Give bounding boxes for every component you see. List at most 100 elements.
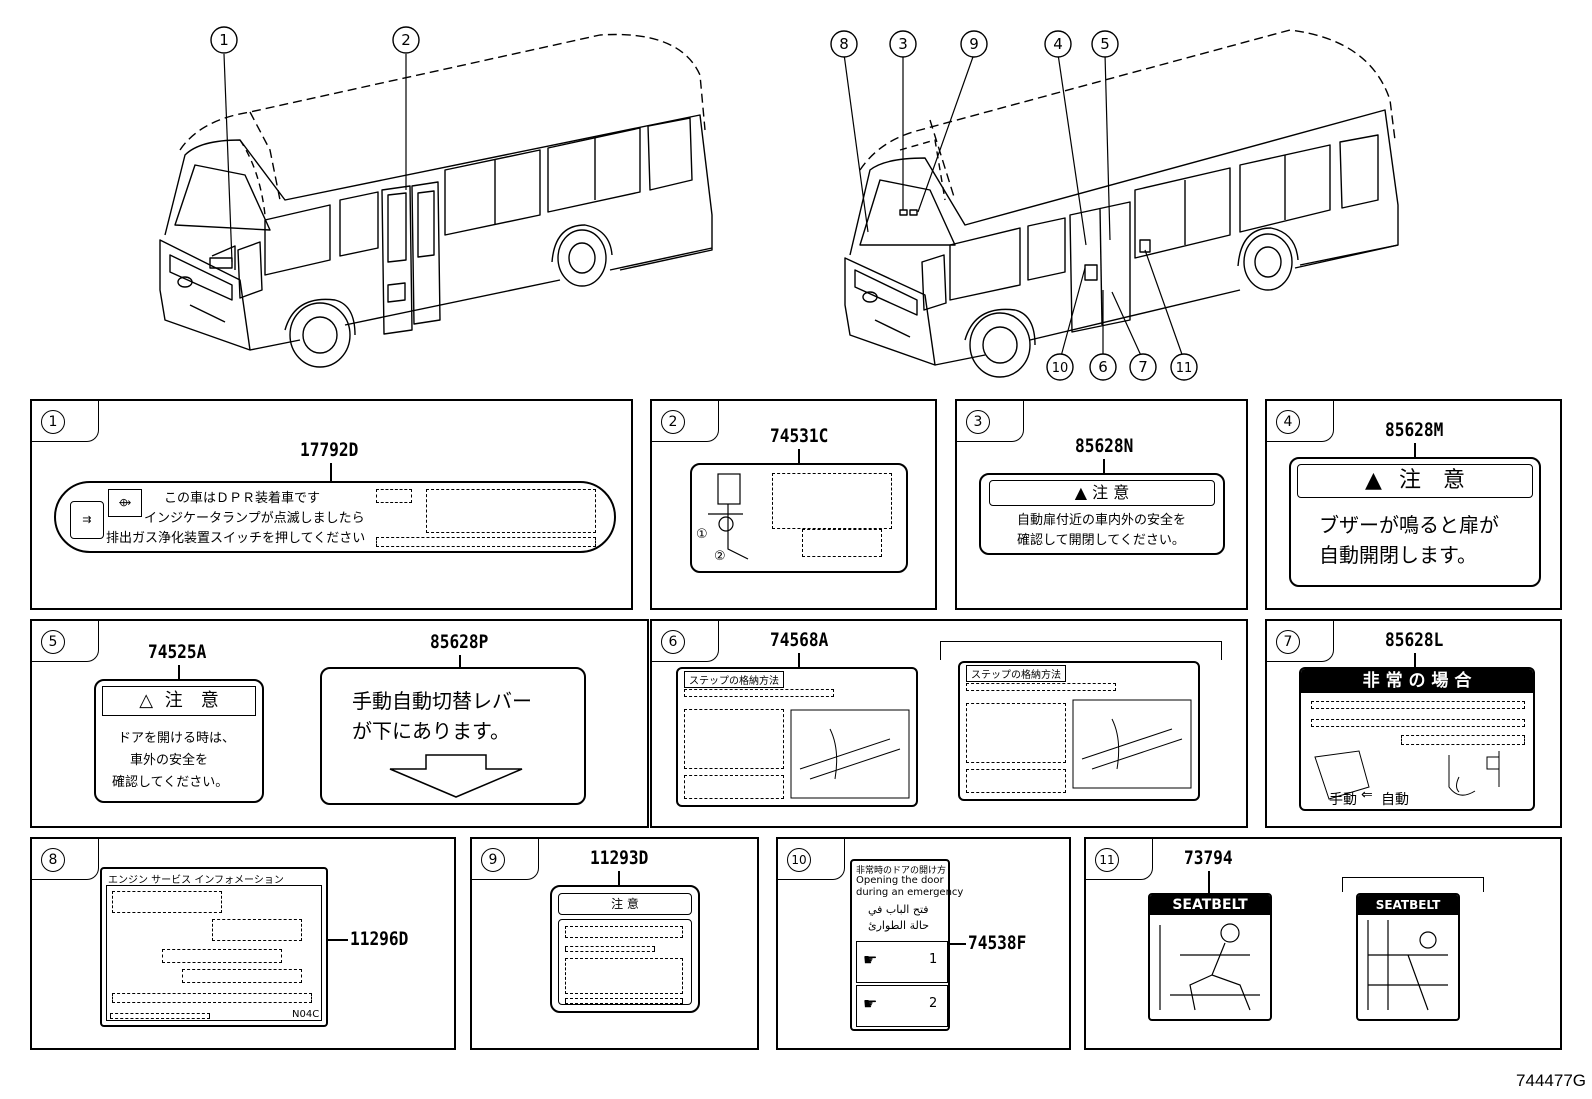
dpr-text-1: この車はＤＰＲ装着車です — [164, 491, 321, 506]
part-number: 85628N — [1075, 435, 1134, 457]
step-diagram-a — [790, 709, 910, 799]
switch-icon: ⇉ — [70, 501, 104, 539]
buzzer-text-1: ブザーが鳴ると扉が — [1319, 513, 1499, 537]
door-text-3: 確認してください。 — [112, 775, 229, 790]
part-number: 74538F — [968, 932, 1027, 954]
step-label-b: ステップの格納方法 — [958, 661, 1200, 801]
panel-7: 7 85628L 非 常 の 場 合 手動 ⇐ 自動 — [1265, 619, 1562, 828]
door-caution-label: △ 注 意 ドアを開ける時は、 車外の安全を 確認してください。 — [94, 679, 264, 803]
engine-info-label: エンジン サービス インフォメーション N04C — [100, 867, 328, 1027]
callout-text-6: 6 — [1098, 358, 1108, 376]
callout-text-7: 7 — [1138, 358, 1148, 376]
callout-text-3: 3 — [898, 35, 908, 53]
panel-8: 8 エンジン サービス インフォメーション N04C 11296D — [30, 837, 456, 1050]
callout-text-8: 8 — [839, 35, 849, 53]
callout-5 — [1091, 30, 1119, 58]
catalog-number: 744477G — [1516, 1071, 1586, 1090]
caution-title: 注 意 — [558, 893, 692, 915]
mark-2: ② — [714, 549, 726, 564]
panel-number: 3 — [966, 410, 990, 434]
callout-3 — [889, 30, 917, 58]
step-1: 1 — [929, 952, 938, 967]
panel-number: 1 — [41, 410, 65, 434]
panel-number: 2 — [661, 410, 685, 434]
emergency-door-label: 非常時のドアの開け方 Opening the door during an em… — [850, 859, 963, 1031]
seatbelt-header: SEATBELT — [1358, 895, 1458, 915]
caution-label: ▲ 注 意 自動扉付近の車内外の安全を 確認して開閉してください。 — [979, 473, 1225, 555]
left-bus-drawing — [159, 33, 713, 368]
callout-10 — [1046, 353, 1074, 381]
dpr-label: ⇉ ⟴ この車はＤＰＲ装着車です インジケータランプが点滅しましたら 排出ガス浄… — [54, 481, 616, 553]
door-mechanism-icon — [708, 473, 749, 560]
caution-text-2: 確認して開閉してください。 — [1017, 533, 1185, 548]
callout-text-10: 10 — [1052, 361, 1069, 376]
callout-text-1: 1 — [219, 31, 229, 49]
emergency-header: 非 常 の 場 合 — [1301, 669, 1533, 693]
switch-arrow-icon: ⇐ — [1361, 787, 1373, 803]
part-number-a: 74525A — [148, 641, 207, 663]
caution-title: 注 意 — [164, 690, 219, 711]
step-diagram-b — [1072, 699, 1192, 789]
callout-text-11: 11 — [1176, 361, 1193, 376]
panel-number: 8 — [41, 848, 65, 872]
panel-10: 10 非常時のドアの開け方 Opening the door during an… — [776, 837, 1071, 1050]
panel-number: 10 — [787, 848, 811, 872]
door-text-ar-1: فتح الباب في — [868, 903, 929, 916]
indicator-lamp-icon: ⟴ — [108, 489, 142, 517]
callout-text-9: 9 — [969, 35, 979, 53]
panel-5: 5 74525A △ 注 意 ドアを開ける時は、 車外の安全を 確認してください… — [30, 619, 649, 828]
panel-6: 6 74568A ステップの格納方法 ステップの格納方法 — [650, 619, 1248, 828]
step-header-a: ステップの格納方法 — [684, 671, 784, 688]
caution-label-9: 注 意 — [550, 885, 700, 1013]
panel-9: 9 11293D 注 意 — [470, 837, 759, 1050]
warning-icon: ▲ — [1074, 483, 1088, 502]
door-text-2: 車外の安全を — [130, 753, 209, 768]
panel-2: 2 74531C ① ② — [650, 399, 937, 610]
seatbelt-label-a: SEATBELT — [1148, 893, 1272, 1021]
mark-1: ① — [696, 527, 708, 542]
caution-text-1: 自動扉付近の車内外の安全を — [1017, 513, 1187, 528]
callout-11 — [1170, 353, 1198, 381]
callout-text-4: 4 — [1053, 35, 1063, 53]
seated-person-icon — [1159, 923, 1260, 1011]
engine-info-header: エンジン サービス インフォメーション — [108, 875, 284, 886]
engine-code: N04C — [292, 1009, 320, 1020]
callout-1 — [210, 26, 238, 54]
emergency-label: 非 常 の 場 合 手動 ⇐ 自動 — [1299, 667, 1535, 811]
callout-8 — [830, 30, 858, 58]
caution-title: 注 意 — [1398, 468, 1465, 493]
down-arrow-icon — [389, 754, 523, 798]
part-number: 73794 — [1184, 847, 1233, 869]
hand-icon: ☛ — [863, 950, 878, 969]
panel-3: 3 85628N ▲ 注 意 自動扉付近の車内外の安全を 確認して開閉してくださ… — [955, 399, 1248, 610]
door-text-en-1: Opening the door — [856, 875, 944, 886]
part-number: 85628L — [1385, 629, 1444, 651]
callout-2 — [392, 26, 420, 54]
seatbelt-label-b: SEATBELT — [1356, 893, 1460, 1021]
right-bus-drawing — [844, 29, 1399, 378]
panel-number: 7 — [1276, 630, 1300, 654]
step-2: 2 — [929, 996, 938, 1011]
callout-6 — [1089, 353, 1117, 381]
dpr-text-3: 排出ガス浄化装置スイッチを押してください — [106, 531, 366, 546]
panel-number: 6 — [661, 630, 685, 654]
lever-text-2: が下にあります。 — [352, 719, 510, 743]
door-text-ar-2: حالة الطوارئ — [868, 919, 929, 932]
part-number: 85628M — [1385, 419, 1444, 441]
caution-title: 注 意 — [1092, 483, 1130, 502]
panel-4: 4 85628M ▲ 注 意 ブザーが鳴ると扉が 自動開閉します。 — [1265, 399, 1562, 610]
lever-label: 手動自動切替レバー が下にあります。 — [320, 667, 586, 805]
lever-diagram — [1314, 750, 1500, 800]
seatbelt-header: SEATBELT — [1150, 895, 1270, 915]
step-label-a: ステップの格納方法 — [676, 667, 918, 807]
panel-number: 11 — [1095, 848, 1119, 872]
buzzer-label: ▲ 注 意 ブザーが鳴ると扉が 自動開閉します。 — [1289, 457, 1541, 587]
callout-4 — [1044, 30, 1072, 58]
part-number-b: 85628P — [430, 631, 489, 653]
lever-text-1: 手動自動切替レバー — [352, 689, 532, 713]
panel-11: 11 73794 SEATBELT SEATBELT — [1084, 837, 1562, 1050]
manual-label: 手動 — [1329, 792, 1357, 808]
warning-icon: ▲ — [1365, 468, 1382, 493]
callout-7 — [1129, 353, 1157, 381]
door-text-en-2: during an emergency — [856, 887, 964, 898]
